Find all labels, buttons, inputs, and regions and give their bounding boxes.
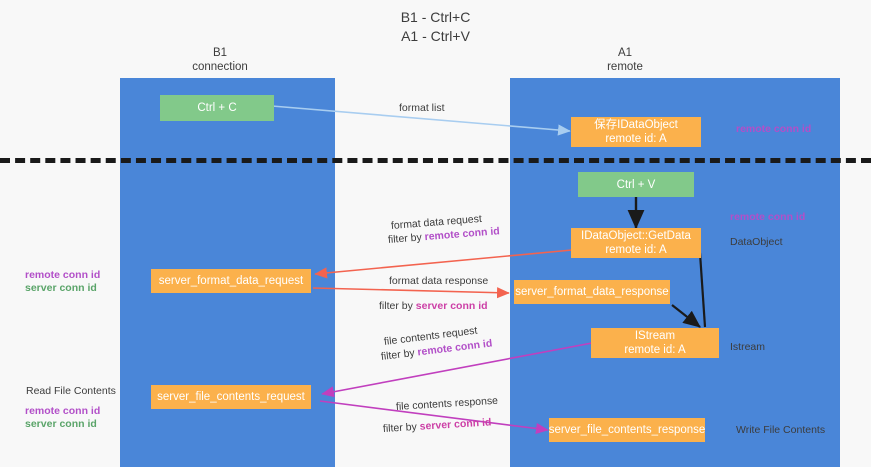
box-server-format-data-request-label: server_format_data_request	[158, 275, 304, 287]
box-ctrl-v[interactable]: Ctrl + V	[578, 172, 694, 197]
edge-label-format-list: format list	[399, 101, 445, 115]
column-header-a1: A1 remote	[607, 47, 643, 73]
side-label-read-file-contents: Read File Contents	[26, 385, 116, 397]
edge-label-format-data-response-filter: filter by server conn id	[379, 299, 488, 313]
edge-label-file-contents-response: file contents response	[396, 394, 499, 414]
edge-label-format-data-response: format data response	[389, 274, 488, 288]
box-istream[interactable]: IStream remote id: A	[591, 328, 719, 358]
box-server-format-data-response-label: server_format_data_response	[515, 286, 669, 298]
box-getdata[interactable]: IDataObject::GetData remote id: A	[571, 228, 701, 258]
box-getdata-line2: remote id: A	[605, 244, 667, 256]
edge-label-file-contents-response-filter: filter by server conn id	[383, 415, 492, 436]
box-server-file-contents-response[interactable]: server_file_contents_response	[549, 418, 705, 442]
box-server-file-contents-request-label: server_file_contents_request	[157, 391, 305, 403]
box-istream-line1: IStream	[634, 330, 676, 342]
edge-label-format-list-text: format list	[399, 102, 445, 114]
box-save-idataobject-line1: 保存IDataObject	[594, 119, 678, 131]
side-label-left-remote-conn-id-2: remote conn id	[25, 405, 101, 417]
box-save-idataobject[interactable]: 保存IDataObject remote id: A	[571, 117, 701, 147]
box-istream-line2: remote id: A	[624, 344, 686, 356]
side-label-write-file-contents: Write File Contents	[736, 424, 826, 436]
edge-label-file-contents-response-text: file contents response	[395, 394, 499, 413]
box-ctrl-v-label: Ctrl + V	[616, 178, 656, 191]
box-getdata-line1: IDataObject::GetData	[581, 230, 691, 242]
filter-prefix: filter by	[380, 346, 419, 363]
side-label-remote-conn-id-top: remote conn id	[736, 123, 812, 135]
box-ctrl-c[interactable]: Ctrl + C	[160, 95, 274, 121]
box-server-format-data-response[interactable]: server_format_data_response	[514, 280, 670, 304]
side-label-left-server-conn-id-2: server conn id	[25, 418, 97, 430]
filter-prefix: filter by	[382, 420, 421, 435]
side-label-istream: Istream	[730, 341, 766, 353]
phase-divider	[0, 158, 871, 163]
side-label-dataobject: DataObject	[730, 236, 783, 248]
filter-prefix: filter by	[379, 300, 416, 312]
arrow-format-data-response	[312, 287, 510, 299]
filter-highlight-server-conn-id: server conn id	[415, 300, 488, 312]
filter-prefix: filter by	[387, 231, 426, 246]
side-label-left-server-conn-id-1: server conn id	[25, 282, 97, 294]
column-header-b1: B1 connection	[192, 47, 248, 73]
box-server-file-contents-request[interactable]: server_file_contents_request	[151, 385, 311, 409]
box-ctrl-c-label: Ctrl + C	[197, 102, 237, 114]
side-label-left-remote-conn-id-1: remote conn id	[25, 269, 101, 281]
page-title: B1 - Ctrl+C A1 - Ctrl+V	[400, 9, 471, 44]
side-label-remote-conn-id-mid: remote conn id	[730, 211, 806, 223]
edge-label-format-data-response-text: format data response	[389, 275, 489, 287]
box-server-file-contents-response-label: server_file_contents_response	[548, 424, 706, 436]
box-save-idataobject-line2: remote id: A	[605, 133, 667, 145]
filter-highlight-server-conn-id: server conn id	[419, 416, 492, 433]
box-server-format-data-request[interactable]: server_format_data_request	[151, 269, 311, 293]
